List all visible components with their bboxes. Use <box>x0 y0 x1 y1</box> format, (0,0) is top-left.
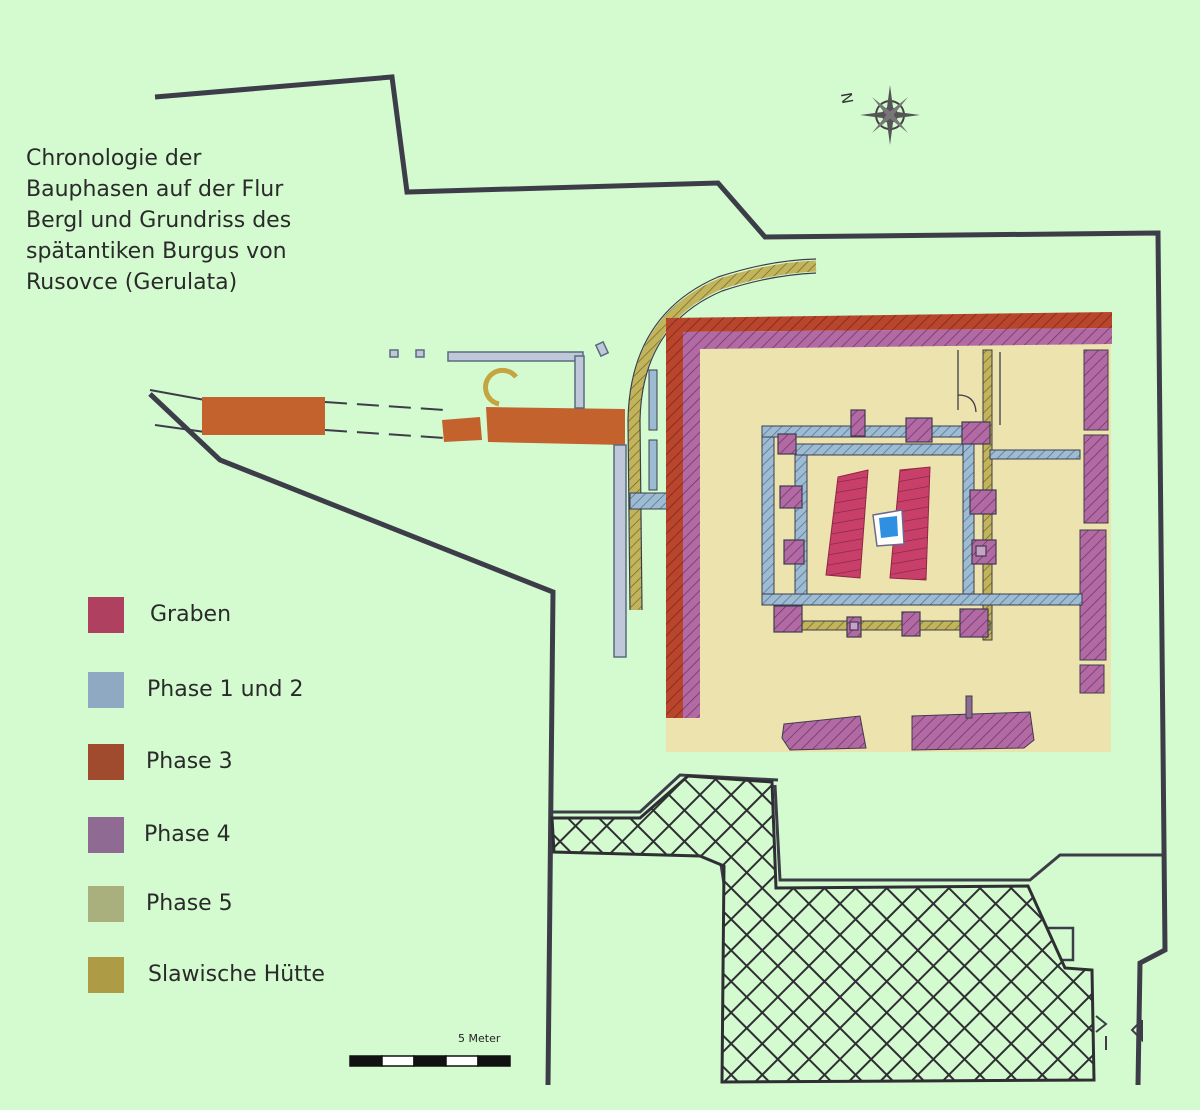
legend-swatch-slawische-huette <box>88 957 124 993</box>
legend-label: Phase 1 und 2 <box>147 677 304 702</box>
legend-swatch-phase-4 <box>88 817 124 853</box>
west-gate-passage <box>149 389 625 445</box>
legend-swatch-phase-3 <box>88 744 124 780</box>
legend-swatch-phase-5 <box>88 886 124 922</box>
legend-swatch-phase-1-2 <box>88 672 124 708</box>
legend-swatch-graben <box>88 597 124 633</box>
legend-label: Phase 5 <box>146 891 233 916</box>
boundary-lines-inner <box>149 393 216 456</box>
legend-label: Phase 3 <box>146 749 233 774</box>
scale-bar-label: 5 Meter <box>458 1032 501 1045</box>
scale-bar <box>349 1055 511 1067</box>
phase4-east-blocks <box>1079 349 1109 694</box>
phase12-west-features <box>389 340 627 658</box>
curved-wall-phase5 <box>628 260 817 611</box>
phase4-south-blocks <box>781 695 1035 751</box>
legend-label: Graben <box>150 602 232 627</box>
compass-rose-icon <box>860 85 920 145</box>
slavic-horseshoe <box>483 367 518 407</box>
cross-hatched-structure <box>550 774 1096 1084</box>
phase4-pillars <box>773 409 997 638</box>
graben-blocks <box>825 466 931 581</box>
inner-partitions <box>957 350 1001 425</box>
map-title: Chronologie der Bauphasen auf der Flur B… <box>26 146 292 295</box>
east-markers <box>1095 1015 1143 1050</box>
legend-label: Slawische Hütte <box>148 962 325 987</box>
legend-label: Phase 4 <box>144 822 231 847</box>
